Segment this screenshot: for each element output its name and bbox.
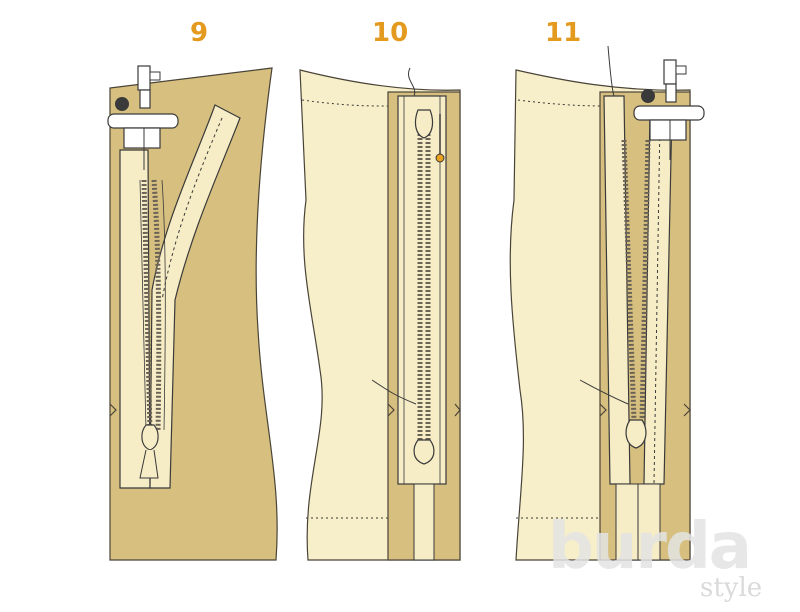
zipper-pull bbox=[414, 109, 434, 139]
step-number-9: 9 bbox=[190, 18, 209, 48]
pin-icon bbox=[435, 114, 445, 163]
svg-text:burda: burda bbox=[548, 510, 750, 584]
zipper-teeth bbox=[417, 130, 431, 460]
thread bbox=[371, 379, 417, 405]
zipper-tape-right bbox=[149, 104, 241, 489]
notch-marker bbox=[109, 403, 117, 417]
step-number-10: 10 bbox=[372, 18, 409, 48]
thread bbox=[408, 67, 416, 97]
presser-foot-icon bbox=[107, 65, 179, 170]
zipper-teeth bbox=[621, 139, 651, 421]
panel-step-10 bbox=[299, 67, 461, 561]
thread bbox=[579, 379, 629, 405]
svg-text:style: style bbox=[700, 573, 762, 603]
zipper-pull bbox=[141, 424, 159, 451]
panel-step-9 bbox=[107, 65, 278, 561]
stitch-line bbox=[161, 117, 223, 301]
zipper-teeth bbox=[141, 179, 162, 431]
zipper-pull bbox=[625, 419, 647, 449]
thread bbox=[607, 45, 615, 97]
panel-step-11 bbox=[509, 45, 705, 561]
presser-foot-icon bbox=[633, 59, 705, 160]
step-number-11: 11 bbox=[545, 18, 582, 48]
